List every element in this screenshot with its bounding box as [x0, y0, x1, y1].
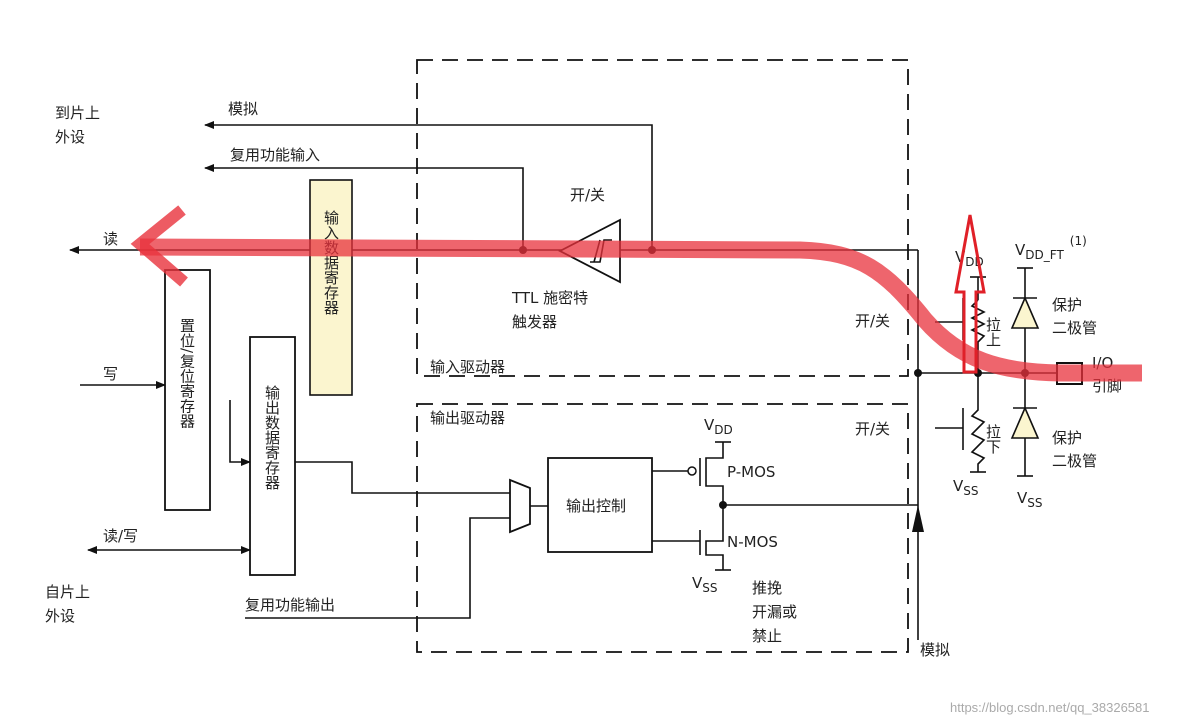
- pmos-label: P-MOS: [727, 463, 775, 481]
- output-driver-label: 输出驱动器: [430, 409, 505, 427]
- mode-label-3: 禁止: [752, 627, 782, 645]
- diode-bottom-label-2: 二极管: [1052, 452, 1097, 470]
- analog-in-wire: [204, 121, 653, 250]
- output-data-register: [249, 336, 296, 576]
- highlight-input-path: [139, 238, 1142, 382]
- vdd-ft-label: VDD_FT(1): [1015, 234, 1087, 262]
- input-driver-box: [416, 59, 909, 377]
- mode-label-1: 推挽: [752, 579, 782, 597]
- output-reg-wire: [295, 461, 510, 494]
- from-peripheral-label-2: 外设: [45, 607, 75, 625]
- schmitt-label-1: TTL 施密特: [511, 289, 588, 307]
- output-mux: [509, 478, 531, 534]
- pull-up-label-2: 上: [986, 331, 1001, 349]
- set-reset-to-output-wire: [229, 400, 251, 466]
- vss-diode-label: VSS: [1017, 489, 1043, 510]
- read-write-label: 读/写: [103, 527, 138, 545]
- highlight-arrow-head-icon: [130, 205, 188, 287]
- pull-down-resistor: [970, 373, 986, 472]
- pull-up-label-1: 拉: [986, 316, 1001, 334]
- output-driver-box: [416, 403, 909, 653]
- alt-func-in-label: 复用功能输入: [230, 146, 320, 164]
- pmos-bubble: [687, 466, 697, 476]
- to-peripheral-label-2: 外设: [55, 128, 85, 146]
- alt-func-out-label: 复用功能输出: [245, 596, 335, 614]
- output-data-register-label: 输出数据寄存器: [263, 385, 281, 490]
- diode-top-label-2: 二极管: [1052, 319, 1097, 337]
- output-control-label: 输出控制: [566, 497, 626, 515]
- nmos-label: N-MOS: [727, 533, 778, 551]
- set-reset-register: [164, 269, 211, 511]
- analog-in-label: 模拟: [228, 100, 258, 118]
- protection-diode-bottom: [1010, 405, 1040, 439]
- input-driver-label: 输入驱动器: [430, 358, 505, 376]
- output-control-box: [547, 457, 653, 553]
- mode-label-2: 开漏或: [752, 603, 797, 621]
- diode-bottom-label-1: 保护: [1052, 429, 1082, 447]
- write-label: 写: [103, 365, 118, 383]
- highlight-pullup-arrow-icon: [954, 214, 986, 374]
- alt-func-out-wire: [245, 517, 510, 619]
- input-onoff-label: 开/关: [855, 312, 890, 330]
- to-peripheral-label-1: 到片上: [55, 104, 100, 122]
- analog-out-label: 模拟: [920, 641, 950, 659]
- alt-func-in-wire: [204, 164, 524, 250]
- analog-arrow-icon: [912, 505, 924, 532]
- pull-down-label-1: 拉: [986, 423, 1001, 441]
- schmitt-label-2: 触发器: [512, 313, 557, 331]
- vdd-out-label: VDD: [704, 416, 733, 437]
- diode-top-label-1: 保护: [1052, 296, 1082, 314]
- input-data-register-label: 输入数据寄存器: [322, 210, 340, 315]
- from-peripheral-label-1: 自片上: [45, 583, 90, 601]
- schmitt-onoff-label: 开/关: [570, 186, 605, 204]
- watermark: https://blog.csdn.net/qq_38326581: [950, 700, 1150, 715]
- output-onoff-label: 开/关: [855, 420, 890, 438]
- vss-pull-label: VSS: [953, 477, 979, 498]
- set-reset-register-label: 置位/复位寄存器: [178, 318, 196, 428]
- mos-channel: [705, 442, 724, 570]
- pull-down-label-2: 下: [986, 438, 1001, 456]
- protection-diode-top: [1010, 295, 1040, 329]
- vss-out-label: VSS: [692, 574, 718, 595]
- input-data-register: [309, 179, 353, 396]
- read-label: 读: [103, 230, 118, 248]
